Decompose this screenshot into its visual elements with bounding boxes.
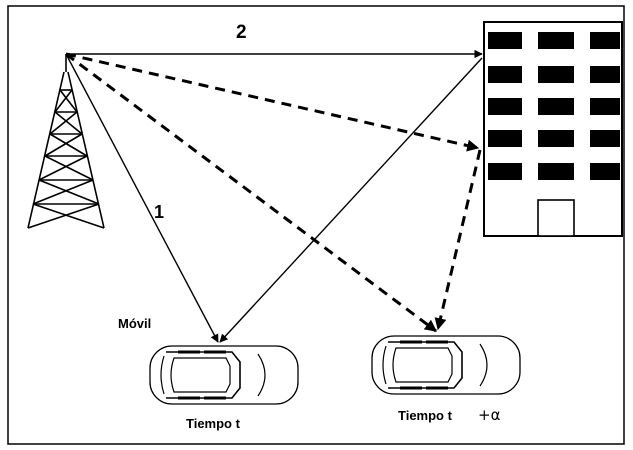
mobile-label: Móvil bbox=[118, 316, 151, 331]
building-door bbox=[537, 199, 575, 237]
dashed-path-to-building-arrow bbox=[65, 52, 480, 152]
car-time-t-icon bbox=[149, 345, 299, 405]
reflected-path-2-to-car-arrow bbox=[219, 57, 483, 343]
antenna-tower-icon bbox=[27, 54, 105, 229]
path-one-label: 1 bbox=[154, 202, 164, 222]
dashed-reflected-path-to-car-arrow bbox=[434, 149, 482, 331]
time-alpha-suffix-label: +α bbox=[478, 406, 501, 424]
path-two-label: 2 bbox=[236, 22, 247, 43]
time-t-alpha-label: Tiempo t bbox=[398, 408, 453, 423]
car-time-t-alpha-icon bbox=[371, 335, 521, 395]
dashed-direct-path-to-car-arrow bbox=[65, 52, 437, 333]
building-icon bbox=[483, 21, 623, 237]
direct-path-1-arrow bbox=[65, 53, 219, 343]
time-t-label: Tiempo t bbox=[186, 416, 241, 431]
